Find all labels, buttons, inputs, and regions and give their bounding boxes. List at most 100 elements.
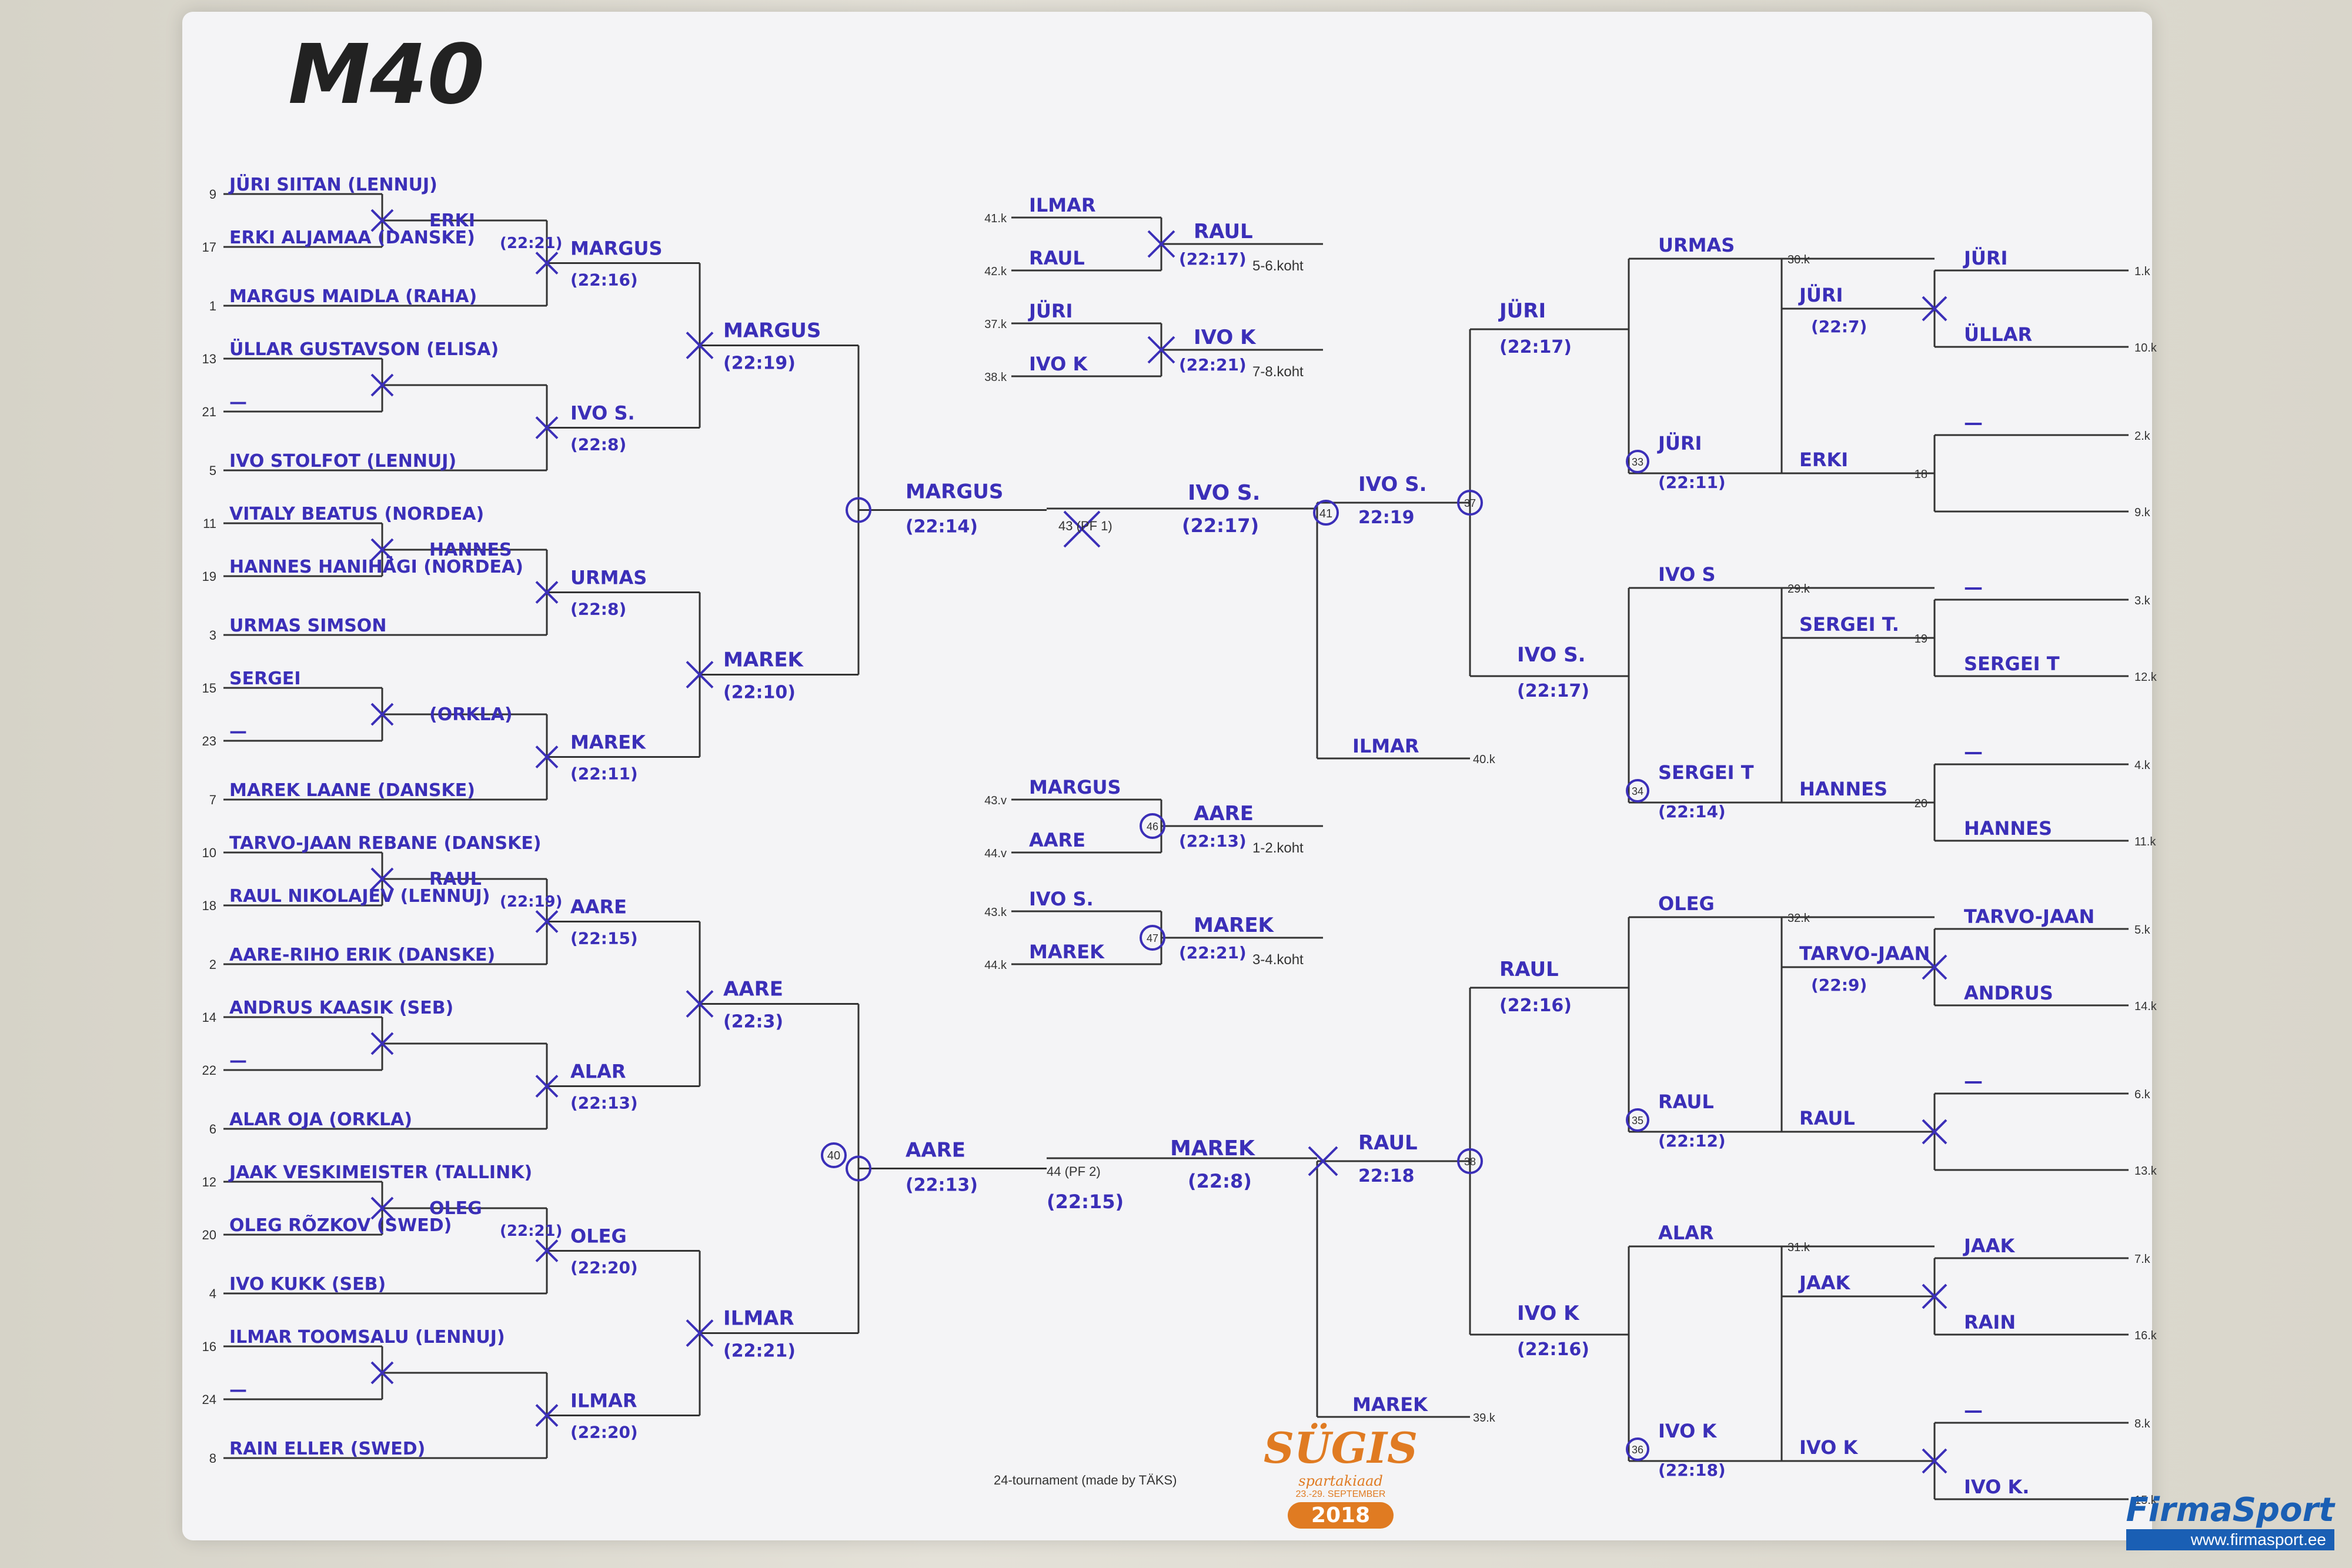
- place-label: 5-6.koht: [1252, 258, 1304, 274]
- round4-score: (22:14): [906, 517, 978, 537]
- credit-brand: FirmaSport: [2126, 1491, 2334, 1529]
- round4-winner: RAUL: [1358, 1131, 1418, 1155]
- match-circle: [1626, 450, 1649, 473]
- round2-winner: MAREK: [570, 731, 646, 754]
- match-number: 36: [1632, 1444, 1643, 1456]
- round4-winner: AARE: [906, 1139, 965, 1162]
- match-number: 40: [827, 1149, 840, 1162]
- player-name: SERGEI: [229, 668, 300, 689]
- match-number: 33: [1632, 456, 1643, 468]
- seed-number: 19: [202, 569, 216, 584]
- round3-score: (22:10): [723, 683, 796, 703]
- round4-winner: IVO S.: [1358, 473, 1427, 496]
- round2-score: (22:8): [570, 600, 626, 619]
- round3-score: (22:17): [1517, 681, 1589, 701]
- seed-number: 11.k: [2134, 835, 2156, 848]
- seed-number: 1: [209, 299, 216, 313]
- player-name: ÜLLAR GUSTAVSON (ELISA): [229, 338, 499, 360]
- round2-score: (22:13): [570, 1094, 638, 1113]
- footer-text: 24-tournament (made by TÄKS): [994, 1473, 1177, 1487]
- match-circle: [846, 497, 871, 523]
- round1-winner: OLEG: [429, 1198, 482, 1219]
- cross-mark: [1922, 1448, 1947, 1474]
- match-number: 37: [1464, 497, 1476, 509]
- semifinal-score: (22:8): [1188, 1170, 1252, 1192]
- player-name: IVO K: [1029, 353, 1088, 375]
- round2-score: (22:20): [570, 1258, 638, 1278]
- round2-winner: IVO K: [1658, 1420, 1717, 1442]
- seed-number: 15.k: [2134, 1494, 2157, 1507]
- round2-score: (22:18): [1658, 1460, 1726, 1480]
- round2-score: (22:11): [570, 764, 638, 784]
- seed-number: 9.k: [2134, 506, 2151, 519]
- page-title: M40: [288, 27, 485, 123]
- player-name: —: [1964, 412, 1983, 434]
- player-name: JÜRI SIITAN (LENNUJ): [228, 173, 437, 195]
- seed-number: 10.k: [2134, 342, 2157, 355]
- match-circle: [1626, 1108, 1649, 1132]
- player-name: AARE: [1029, 829, 1085, 851]
- player-name: JÜRI: [1963, 247, 2007, 269]
- seed-number: 2.k: [2134, 430, 2151, 443]
- match-number: 46: [1147, 821, 1158, 833]
- player-name: —: [1964, 576, 1983, 599]
- player-name: RAIN ELLER (SWED): [229, 1439, 425, 1459]
- place-label: 7-8.koht: [1252, 364, 1304, 380]
- player-name: MAREK: [1029, 941, 1105, 963]
- cross-mark: [535, 416, 559, 439]
- player-name: ÜLLAR: [1964, 323, 2032, 346]
- round2-winner: RAUL: [1658, 1091, 1714, 1113]
- player-name: ILMAR TOOMSALU (LENNUJ): [229, 1327, 505, 1348]
- match-circle: [1313, 500, 1339, 526]
- player-name: JÜRI: [1028, 300, 1073, 322]
- player-name: MAREK: [1352, 1393, 1428, 1416]
- seed-number: 4.k: [2134, 759, 2151, 772]
- round1-winner: RAUL: [1799, 1107, 1855, 1129]
- seed-number: 3: [209, 628, 216, 643]
- placement-winner: AARE: [1194, 802, 1254, 825]
- seed-number: 31.k: [1788, 1241, 1810, 1254]
- round3-score: (22:21): [723, 1341, 796, 1362]
- round1-winner: HANNES: [1799, 778, 1887, 800]
- match-circle: [821, 1142, 847, 1168]
- seed-number: 3.k: [2134, 594, 2151, 607]
- match-number: 38: [1464, 1156, 1476, 1168]
- player-name: IVO STOLFOT (LENNUJ): [229, 451, 456, 472]
- round3-score: (22:16): [1499, 995, 1572, 1016]
- player-name: ALAR OJA (ORKLA): [229, 1109, 412, 1130]
- match-circle: [1457, 490, 1483, 516]
- cross-mark: [370, 867, 394, 891]
- player-name: —: [1964, 1070, 1983, 1092]
- player-name: JAAK: [1963, 1235, 2015, 1257]
- match-number: 20: [1915, 797, 1927, 810]
- match-circle: [1140, 925, 1165, 951]
- match-circle: [1626, 1437, 1649, 1461]
- placement-winner: RAUL: [1194, 220, 1253, 243]
- player-name: VITALY BEATUS (NORDEA): [229, 504, 484, 524]
- cross-mark: [686, 661, 714, 688]
- round1-winner: SERGEI T.: [1799, 613, 1899, 636]
- player-name: URMAS: [1658, 234, 1735, 256]
- seed-number: 14.k: [2134, 1000, 2157, 1013]
- round3-winner: ILMAR: [723, 1307, 794, 1330]
- player-name: —: [1964, 741, 1983, 763]
- seed-number: 5: [209, 463, 216, 478]
- round1-score: (22:21): [500, 235, 563, 252]
- seed-number: 8.k: [2134, 1417, 2151, 1430]
- player-name: ILMAR: [1029, 194, 1096, 216]
- player-name: IVO S: [1658, 563, 1716, 586]
- player-name: OLEG: [1658, 892, 1715, 915]
- player-name: —: [229, 392, 247, 413]
- seed-number: 16: [202, 1339, 216, 1354]
- round2-winner: MARGUS: [570, 238, 663, 260]
- player-name: RAIN: [1964, 1311, 2016, 1333]
- logo-name: SÜGIS: [1264, 1423, 1418, 1473]
- bracket-poster: [182, 12, 2152, 1540]
- cross-mark: [1922, 954, 1947, 980]
- round2-score: (22:11): [1658, 473, 1726, 492]
- player-name: AARE-RIHO ERIK (DANSKE): [229, 945, 495, 965]
- semifinal-label: 44 (PF 2): [1047, 1164, 1101, 1179]
